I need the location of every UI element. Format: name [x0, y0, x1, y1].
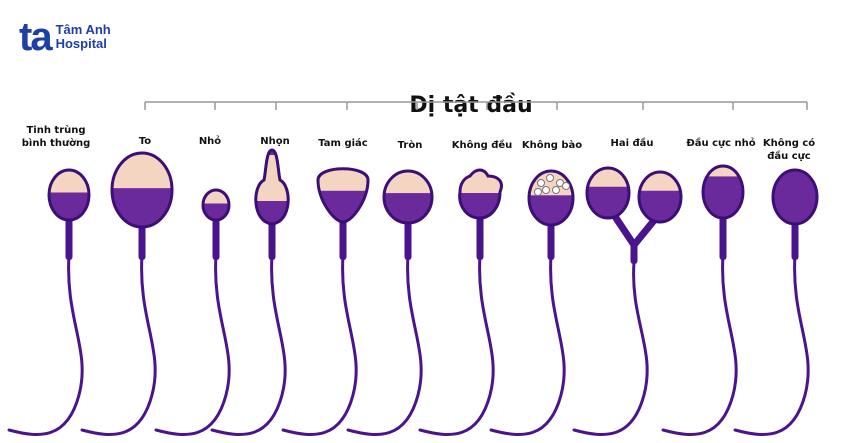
hospital-logo: ta Tâm Anh Hospital	[19, 15, 111, 59]
midpiece	[791, 220, 799, 260]
vacuole	[537, 179, 545, 187]
label-small: Nhỏ	[198, 136, 222, 147]
midpiece	[476, 215, 484, 260]
midpiece	[339, 220, 347, 260]
label-small-acrosome: Đầu cực nhỏ	[686, 138, 756, 149]
midpiece	[404, 219, 412, 260]
sperm-head-10	[771, 168, 819, 226]
vacuole	[546, 174, 554, 182]
label-normal: Tinh trùng bình thường	[21, 125, 91, 149]
sperm-head-double-1	[585, 166, 631, 220]
tail	[346, 253, 423, 436]
vacuole	[552, 186, 560, 194]
midpiece	[719, 214, 727, 260]
logo-line2: Hospital	[55, 36, 107, 51]
sperm-head-pointed	[254, 148, 290, 226]
tail	[210, 253, 287, 436]
label-vacuolated: Không bào	[521, 140, 583, 151]
label-large: To	[138, 136, 152, 147]
bracket	[144, 101, 808, 110]
label-no-acrosome: Không có đầu cực	[762, 138, 816, 162]
logo-mark: ta	[19, 15, 53, 59]
midpiece	[138, 223, 146, 260]
sperm-head-triangular	[316, 167, 370, 224]
label-triangular: Tam giác	[318, 138, 368, 149]
sperm-head-irregular	[458, 168, 503, 220]
logo-line1: Tâm Anh	[55, 22, 111, 37]
label-pointed: Nhọn	[260, 136, 290, 147]
tail	[80, 253, 157, 436]
logo-text: Tâm Anh Hospital	[56, 23, 111, 51]
midpiece	[268, 222, 276, 260]
vacuole	[542, 186, 550, 194]
sperm-head-5	[382, 169, 434, 225]
tail	[489, 253, 566, 436]
label-double-head: Hai đầu	[610, 138, 654, 149]
forked-midpiece	[608, 208, 660, 251]
tail	[7, 253, 84, 436]
sperm-head-0	[47, 168, 91, 222]
sperm-head-double-2	[637, 170, 683, 224]
label-irregular: Không đều	[451, 140, 513, 151]
label-round: Tròn	[397, 140, 423, 151]
tail	[281, 253, 358, 436]
vacuole	[562, 182, 570, 190]
tail	[154, 253, 231, 436]
tail	[733, 253, 810, 436]
tail	[572, 260, 649, 436]
sperm-head-9	[701, 164, 745, 220]
midpiece	[212, 216, 220, 260]
vacuole	[534, 188, 542, 196]
midpiece	[65, 216, 73, 260]
tail	[661, 253, 738, 436]
diagram-title: Dị tật đầu	[409, 93, 533, 118]
tail	[418, 253, 495, 436]
sperm-head-2	[201, 188, 231, 222]
midpiece	[547, 221, 555, 260]
sperm-head-7	[527, 169, 575, 227]
